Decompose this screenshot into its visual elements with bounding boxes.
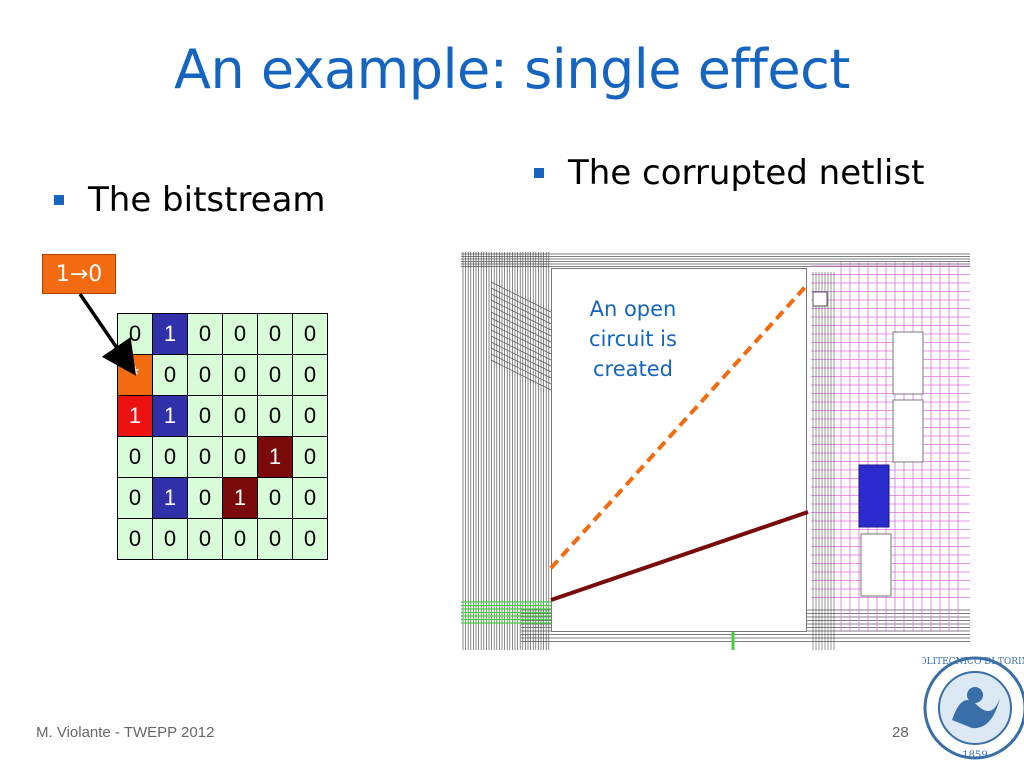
- netlist-highlight-block: [858, 464, 890, 528]
- page-number: 28: [892, 724, 909, 741]
- netlist-block: [892, 399, 924, 463]
- bit-cell: 0: [187, 477, 223, 519]
- bit-cell: 0: [152, 436, 188, 478]
- netlist-wire: [490, 305, 552, 337]
- netlist-wire: [490, 347, 552, 379]
- bit-cell: 0: [292, 477, 328, 519]
- netlist-block: [860, 533, 892, 597]
- bit-cell: 1: [222, 477, 258, 519]
- bit-cell: 1: [152, 477, 188, 519]
- bit-cell: 0: [222, 313, 258, 355]
- bit-cell: 0: [257, 518, 293, 560]
- netlist-wire: [490, 323, 552, 355]
- netlist-wire: [490, 359, 552, 391]
- netlist-wire: [490, 293, 552, 325]
- netlist-wire: [490, 329, 552, 361]
- bit-cell: 0: [187, 436, 223, 478]
- politecnico-seal-logo: POLITECNICO DI TORINO 1859: [922, 656, 1024, 761]
- bit-cell: 0: [257, 313, 293, 355]
- bit-cell: 0: [117, 518, 153, 560]
- netlist-wire: [490, 287, 552, 319]
- netlist-wire: [490, 353, 552, 385]
- netlist-wire: [490, 341, 552, 373]
- open-circuit-annotation: An open circuit is created: [589, 297, 677, 381]
- bit-cell: *: [117, 354, 153, 396]
- netlist-wire: [490, 335, 552, 367]
- bit-cell: 0: [152, 354, 188, 396]
- bit-cell: 0: [117, 436, 153, 478]
- bullet-text: The bitstream: [88, 180, 326, 220]
- bit-cell: 1: [117, 395, 153, 437]
- bit-cell: 0: [222, 518, 258, 560]
- bit-cell: 0: [222, 395, 258, 437]
- netlist-wire: [490, 317, 552, 349]
- bit-cell: 0: [292, 354, 328, 396]
- bit-cell: 0: [257, 395, 293, 437]
- bit-cell: 0: [222, 354, 258, 396]
- bit-cell: 0: [292, 518, 328, 560]
- bit-cell: 0: [222, 436, 258, 478]
- bit-cell: 0: [117, 313, 153, 355]
- bullet-corrupted-netlist: The corrupted netlist: [534, 153, 924, 193]
- slide-title: An example: single effect: [174, 38, 850, 101]
- bit-cell: 0: [117, 477, 153, 519]
- bit-cell: 0: [187, 313, 223, 355]
- bullet-text: The corrupted netlist: [568, 153, 925, 193]
- svg-text:POLITECNICO DI TORINO: POLITECNICO DI TORINO: [922, 657, 1024, 667]
- bit-cell: 0: [257, 477, 293, 519]
- footer-author: M. Violante - TWEPP 2012: [36, 724, 215, 741]
- netlist-diagram: [461, 252, 970, 650]
- netlist-wire: [490, 281, 552, 313]
- netlist-block: [892, 331, 924, 395]
- bit-cell: 0: [292, 436, 328, 478]
- bit-cell: 1: [257, 436, 293, 478]
- bit-cell: 1: [152, 313, 188, 355]
- svg-text:1859: 1859: [962, 750, 987, 761]
- bit-cell: 0: [187, 354, 223, 396]
- netlist-wires: [461, 252, 970, 650]
- bullet-square-icon: [534, 168, 544, 178]
- bullet-square-icon: [54, 195, 64, 205]
- netlist-block: [812, 291, 828, 307]
- bullet-bitstream: The bitstream: [54, 180, 326, 220]
- bit-cell: 0: [152, 518, 188, 560]
- bit-flip-label: 1→0: [42, 254, 116, 294]
- netlist-wire: [490, 299, 552, 331]
- bit-cell: 0: [292, 395, 328, 437]
- bit-cell: 0: [187, 395, 223, 437]
- bit-cell: 1: [152, 395, 188, 437]
- netlist-wire: [490, 311, 552, 343]
- bit-cell: 0: [187, 518, 223, 560]
- bit-cell: 0: [292, 313, 328, 355]
- bit-cell: 0: [257, 354, 293, 396]
